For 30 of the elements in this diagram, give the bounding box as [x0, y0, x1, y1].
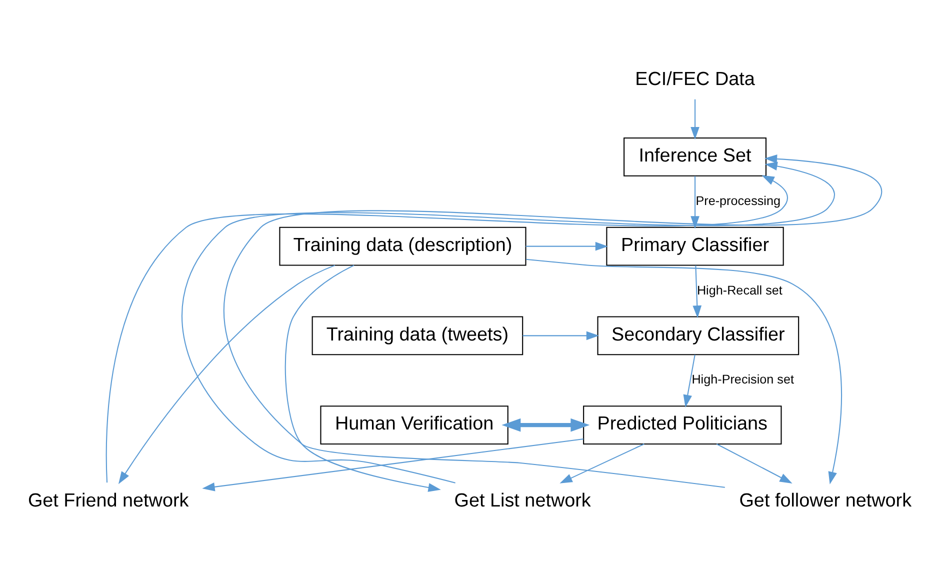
arrow — [501, 418, 590, 432]
node-text: Get follower network — [738, 490, 912, 512]
node-box: Primary Classifier — [606, 226, 784, 266]
arrow — [118, 264, 335, 484]
node-box: Predicted Politicians — [582, 406, 782, 444]
node-box: Training data (tweets) — [311, 316, 523, 356]
arrow — [522, 331, 599, 340]
arrow — [525, 242, 608, 251]
arrow — [716, 444, 792, 484]
arrow — [202, 438, 583, 492]
arrow — [223, 154, 880, 488]
node-text: Get List network — [454, 490, 590, 512]
arrow — [284, 264, 440, 492]
arrow — [682, 354, 695, 408]
edge-label: Pre-processing — [695, 194, 780, 208]
arrow — [105, 175, 787, 483]
node-box: Secondary Classifier — [596, 316, 799, 356]
node-text: Get Friend network — [27, 490, 188, 512]
arrow — [559, 444, 644, 484]
edge-label: High-Precision set — [691, 372, 794, 387]
node-box: Training data (description) — [278, 226, 526, 266]
edge-label: High-Recall set — [696, 283, 782, 298]
arrow — [690, 176, 699, 229]
node-text: ECI/FEC Data — [634, 68, 754, 90]
node-box: Inference Set — [623, 138, 766, 176]
arrow — [526, 258, 842, 484]
arrow — [181, 162, 834, 484]
arrow — [692, 265, 702, 318]
arrow — [690, 99, 699, 140]
node-box: Human Verification — [320, 406, 508, 444]
